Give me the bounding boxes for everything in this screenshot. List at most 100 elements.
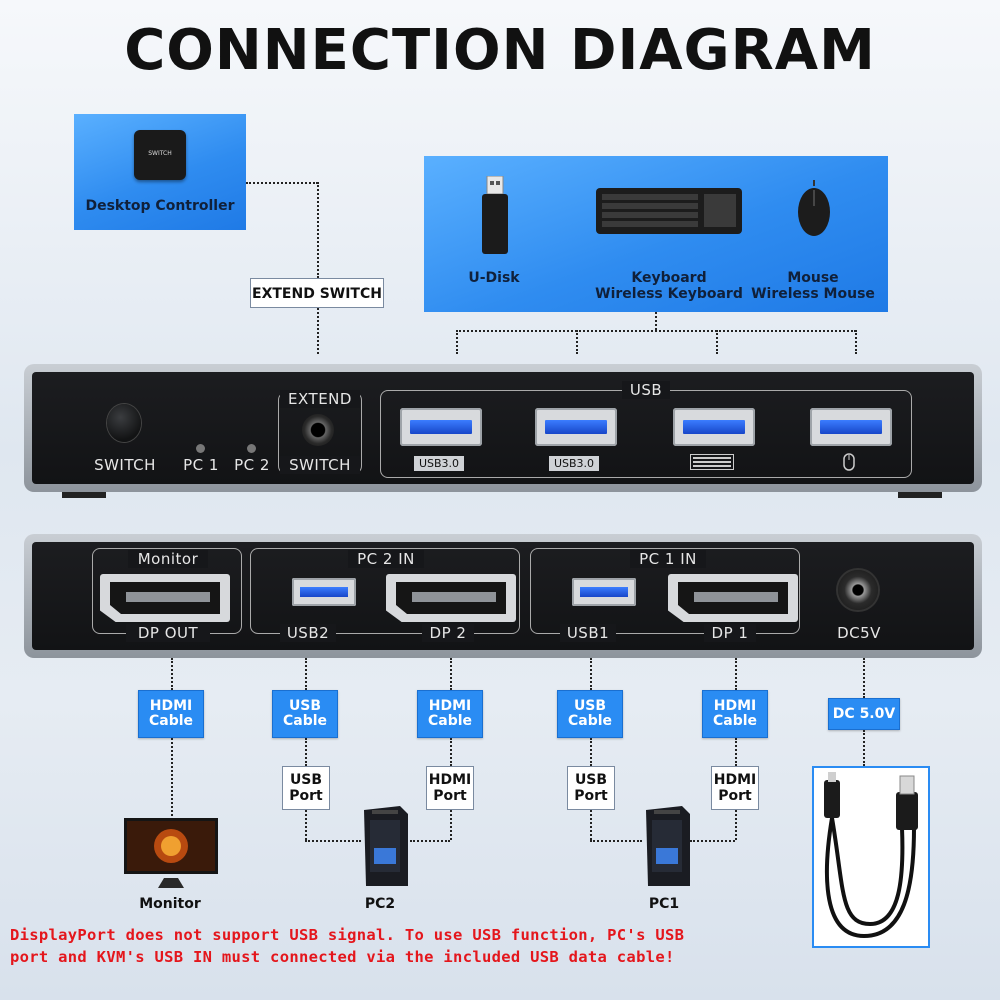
tag-line: HDMI	[149, 698, 193, 714]
dp-out-port[interactable]	[100, 574, 230, 622]
extend-switch-tag: EXTEND SWITCH	[250, 278, 384, 308]
pc2-led	[247, 444, 256, 453]
dp1-label: DP 1	[704, 624, 756, 642]
usb2-label: USB2	[280, 624, 336, 642]
desktop-controller-label: Desktop Controller	[85, 198, 235, 214]
connector-line	[410, 840, 450, 842]
tag-line: Port	[289, 788, 323, 804]
dc5v-label: DC5V	[837, 624, 881, 642]
peripherals-box: U-Disk Keyboard Wireless Keyboard Mouse …	[424, 156, 888, 312]
connector-line	[716, 330, 718, 354]
pc1-caption: PC1	[648, 896, 680, 912]
monitor-caption: Monitor	[139, 896, 201, 912]
power-cable-icon	[824, 772, 918, 939]
connector-line	[305, 738, 307, 766]
tag-line: USB	[573, 698, 607, 714]
connector-line	[735, 658, 737, 690]
connector-line	[690, 840, 735, 842]
pc1-led	[196, 444, 205, 453]
front-usb-port-mouse[interactable]	[810, 408, 892, 446]
wireless-mouse-label: Wireless Mouse	[751, 286, 875, 302]
monitor-icon	[124, 818, 218, 888]
usb-warning-line-2: port and KVM's USB IN must connected via…	[10, 948, 675, 966]
keyboard-port-icon	[690, 454, 734, 470]
tag-line: Port	[718, 788, 752, 804]
pc1-in-frame	[530, 548, 800, 634]
usb1-port[interactable]	[572, 578, 636, 606]
connector-line	[305, 840, 361, 842]
tag-line: USB	[288, 698, 322, 714]
tag-line: Cable	[282, 713, 328, 729]
mouse-icon	[798, 180, 830, 236]
usb-group-label: USB	[622, 381, 670, 399]
usb1-label: USB1	[560, 624, 616, 642]
mouse-label: Mouse	[787, 270, 839, 286]
tag-line: Port	[433, 788, 467, 804]
switch-button[interactable]	[107, 404, 141, 442]
usb-cable-tag-pc1: USB Cable	[557, 690, 623, 738]
front-usb-port-2[interactable]	[535, 408, 617, 446]
pc1-hdmi-port-tag: HDMI Port	[711, 766, 759, 810]
keyboard-icon	[596, 188, 742, 234]
tag-line: USB	[289, 772, 323, 788]
tag-line: HDMI	[713, 698, 757, 714]
dc-power-jack[interactable]	[838, 570, 878, 610]
extend-bottom-label: SWITCH	[280, 456, 360, 474]
mouse-port-icon	[843, 453, 855, 471]
tag-line: HDMI	[713, 772, 757, 788]
connector-line	[590, 840, 642, 842]
connector-line	[171, 658, 173, 690]
u-disk-icon	[482, 176, 508, 254]
connector-line	[590, 738, 592, 766]
dp2-label: DP 2	[422, 624, 474, 642]
connector-line	[576, 330, 578, 354]
pc2-caption: PC2	[364, 896, 396, 912]
dp1-port[interactable]	[668, 574, 798, 622]
tag-line: HDMI	[428, 698, 472, 714]
pc1-label: PC 1	[183, 456, 219, 474]
tag-line: Cable	[712, 713, 758, 729]
extend-top-label: EXTEND	[280, 390, 360, 408]
connector-line	[863, 658, 865, 698]
connector-line	[456, 330, 856, 332]
u-disk-label: U-Disk	[468, 270, 520, 286]
connector-line	[450, 658, 452, 690]
wireless-keyboard-label: Wireless Keyboard	[595, 286, 743, 302]
tag-line: Cable	[148, 713, 194, 729]
tag-line: HDMI	[428, 772, 472, 788]
port2-label: USB3.0	[549, 456, 599, 471]
connector-line	[590, 810, 592, 840]
connector-line	[317, 308, 319, 354]
tag-line: Cable	[427, 713, 473, 729]
hdmi-cable-tag: HDMI Cable	[138, 690, 204, 738]
desktop-controller-device: SWITCH	[134, 130, 186, 180]
keyboard-label: Keyboard	[631, 270, 707, 286]
dc-cable-tag: DC 5.0V	[828, 698, 900, 730]
pc1-tower-icon	[646, 806, 690, 886]
extend-switch-jack[interactable]	[302, 414, 334, 446]
desktop-controller-box: SWITCH Desktop Controller	[74, 114, 246, 230]
connector-line	[305, 658, 307, 690]
hdmi-cable-tag-pc1: HDMI Cable	[702, 690, 768, 738]
port1-label: USB3.0	[414, 456, 464, 471]
pc2-in-label: PC 2 IN	[348, 550, 424, 568]
usb2-port[interactable]	[292, 578, 356, 606]
connector-line	[171, 738, 173, 820]
tag-line: Cable	[567, 713, 613, 729]
dp-out-label: DP OUT	[126, 624, 210, 642]
pc2-tower-icon	[364, 806, 408, 886]
dp2-port[interactable]	[386, 574, 516, 622]
front-usb-port-1[interactable]	[400, 408, 482, 446]
usb-warning-line-1: DisplayPort does not support USB signal.…	[10, 926, 685, 944]
pc1-usb-port-tag: USB Port	[567, 766, 615, 810]
pc2-usb-port-tag: USB Port	[282, 766, 330, 810]
switch-label: SWITCH	[94, 456, 156, 474]
desktop-controller-device-text: SWITCH	[148, 150, 172, 157]
foot	[898, 492, 942, 498]
usb-cable-tag-pc2: USB Cable	[272, 690, 338, 738]
connector-line	[655, 312, 657, 330]
hdmi-cable-tag-pc2: HDMI Cable	[417, 690, 483, 738]
connector-line	[735, 738, 737, 766]
front-usb-port-keyboard[interactable]	[673, 408, 755, 446]
connector-line	[450, 738, 452, 766]
